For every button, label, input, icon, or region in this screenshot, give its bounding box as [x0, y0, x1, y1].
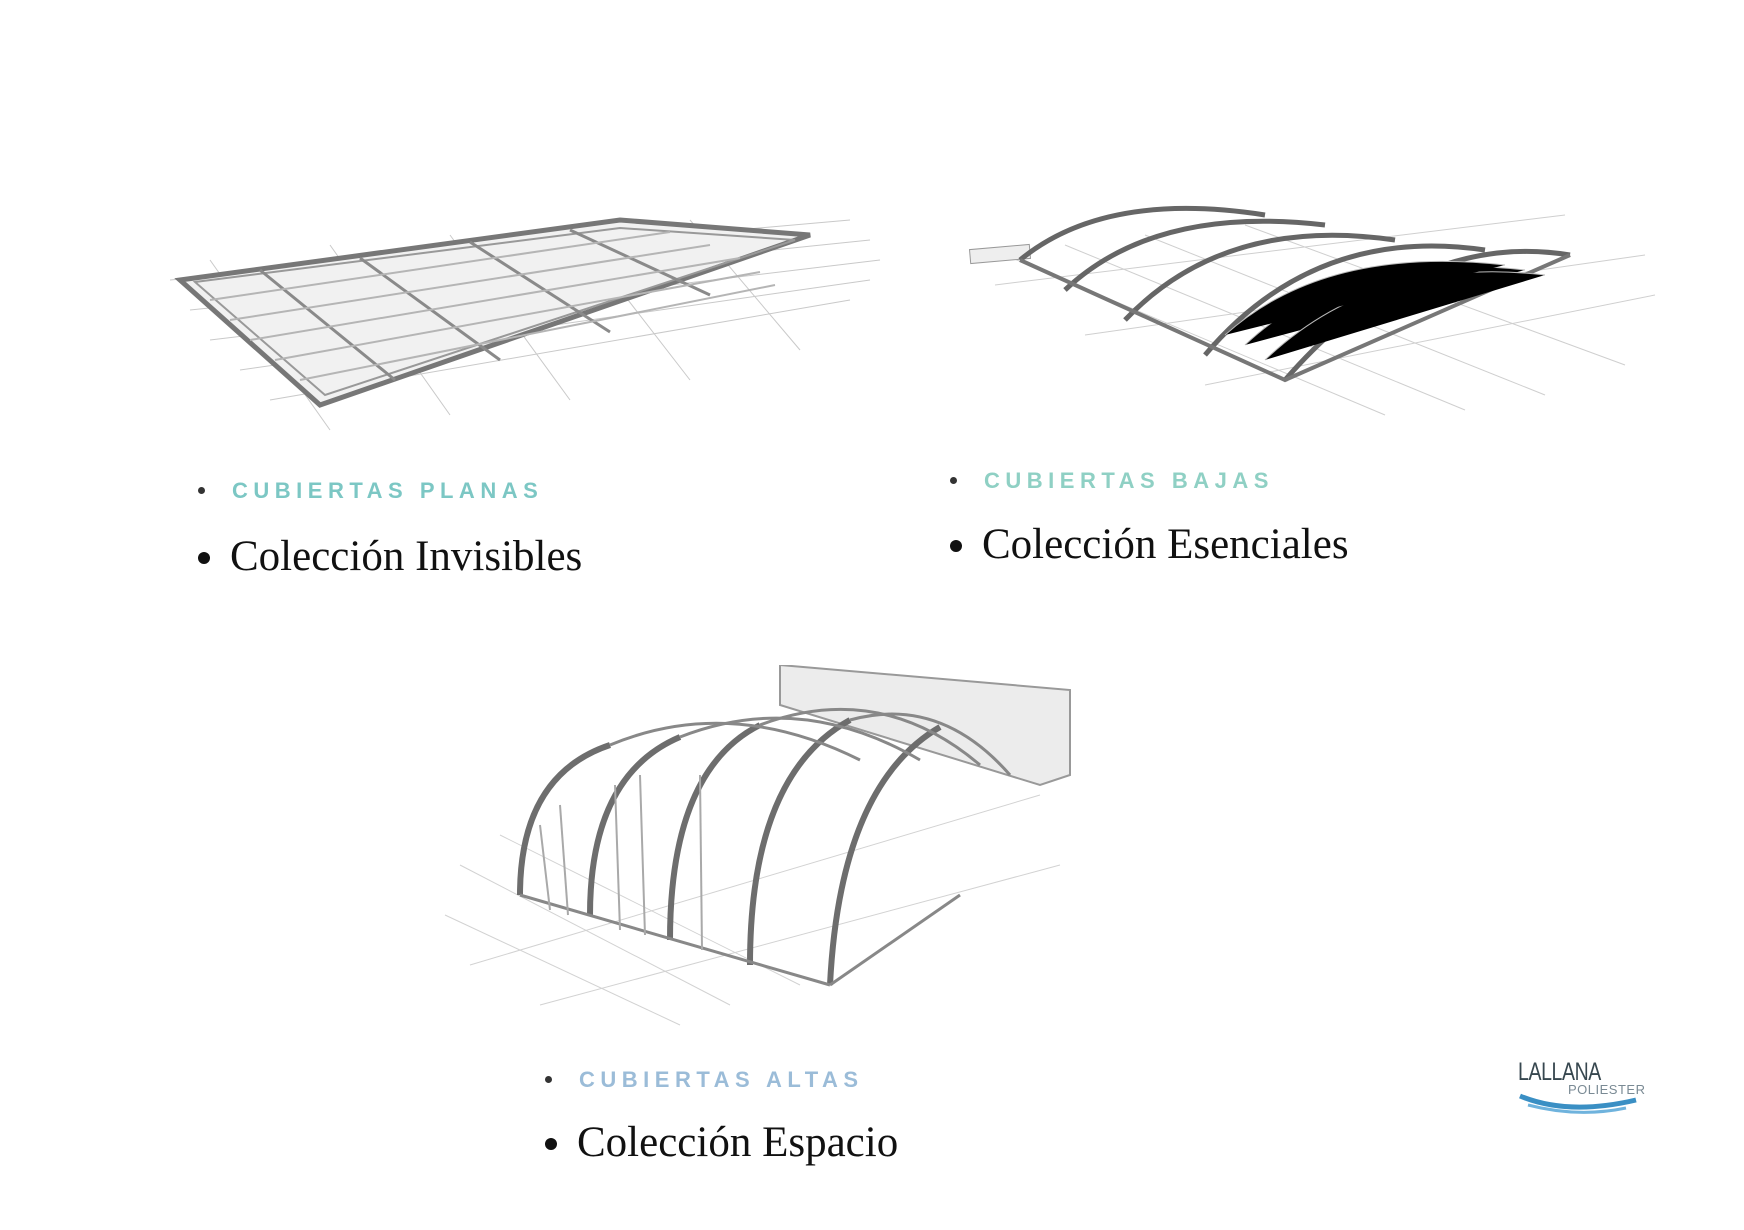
- collection-label: Colección Invisibles: [198, 532, 582, 581]
- high-cover-illustration: [440, 665, 1090, 1035]
- bullet-icon: [950, 540, 962, 553]
- wave-icon: [1519, 1093, 1637, 1114]
- category-label: CUBIERTAS BAJAS: [950, 468, 1274, 494]
- flat-cover-illustration: [150, 200, 890, 440]
- bullet-icon: [545, 1075, 552, 1083]
- logo-brand-text: LALLANA: [1518, 1058, 1601, 1086]
- bullet-icon: [950, 476, 957, 484]
- bullet-icon: [198, 552, 210, 565]
- collection-label: Colección Espacio: [545, 1118, 898, 1167]
- low-cover-illustration: [965, 195, 1665, 435]
- collection-label: Colección Esenciales: [950, 520, 1349, 569]
- logo-sub-text: POLIESTER: [1568, 1082, 1646, 1097]
- category-label: CUBIERTAS PLANAS: [198, 478, 543, 504]
- bullet-icon: [198, 486, 205, 494]
- bullet-icon: [545, 1138, 557, 1151]
- category-label: CUBIERTAS ALTAS: [545, 1067, 864, 1093]
- company-logo: LALLANA POLIESTER: [1508, 1058, 1648, 1118]
